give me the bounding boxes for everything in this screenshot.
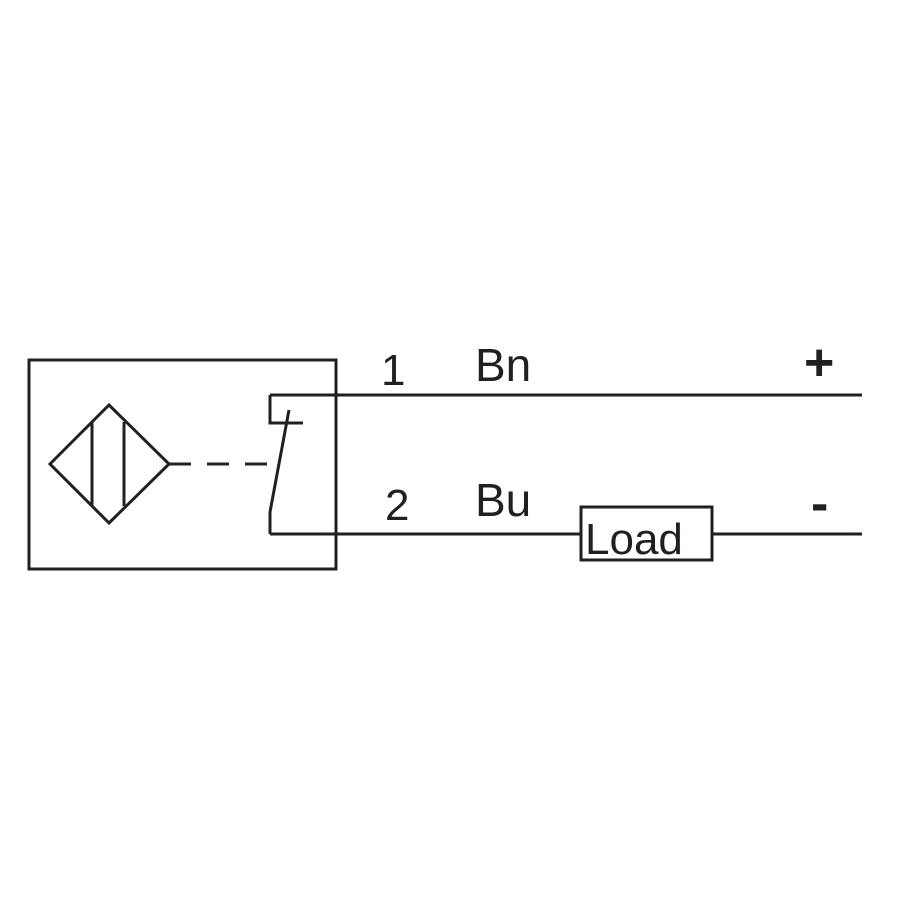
inductive-sensor-icon <box>47 402 172 526</box>
wire-2-pin-label: 2 <box>385 481 409 530</box>
switch-contact-icon <box>268 395 303 534</box>
load-label: Load <box>585 515 683 564</box>
sensor-housing <box>27 358 338 571</box>
wire-2-color-label: Bu <box>475 474 531 526</box>
wire-1-pin-label: 1 <box>381 346 405 395</box>
wire-2-polarity-label: - <box>811 475 828 533</box>
wire-1-polarity-label: + <box>804 334 834 392</box>
wire-1-color-label: Bn <box>475 339 531 391</box>
